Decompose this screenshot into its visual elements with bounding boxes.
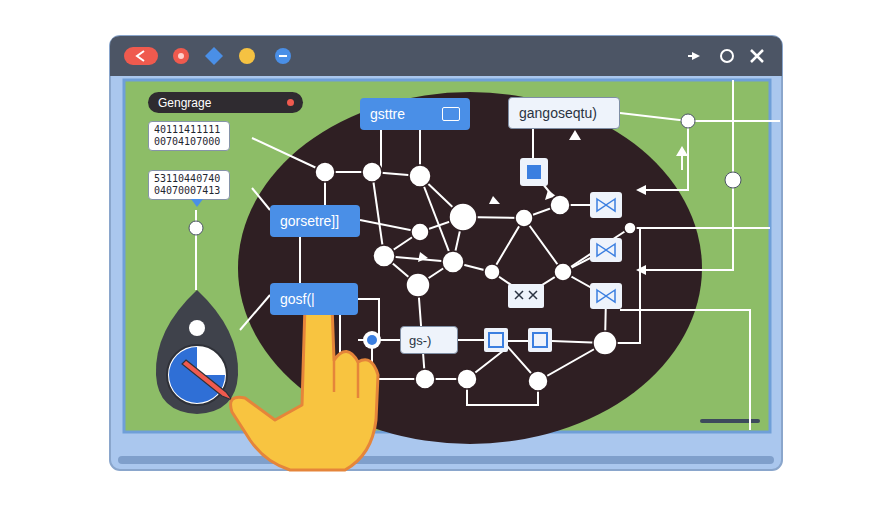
pen: [182, 360, 232, 400]
node-text: gs-): [409, 333, 431, 348]
process-box: gangoseqtu): [508, 97, 620, 129]
close-icon: [751, 50, 763, 62]
process-box: gorsetre]]: [270, 205, 360, 237]
outer-node: [725, 172, 741, 188]
outer-arrowheads: [636, 146, 688, 275]
title-bar: [110, 36, 782, 76]
outer-wires: [196, 80, 780, 430]
close-dot: [173, 48, 189, 64]
process-box: gs-): [400, 326, 458, 354]
node-text: gangoseqtu): [519, 105, 597, 121]
gauge-hole: [189, 320, 205, 336]
back-button: [124, 47, 158, 65]
node-text: 40111411111 00704107000: [154, 124, 224, 148]
connector: [358, 299, 400, 340]
hand-fingers: [334, 360, 358, 398]
node-text: gorsetre]]: [280, 213, 339, 229]
back-icon: [137, 51, 144, 61]
play-stem: [688, 55, 692, 57]
minus-icon: [279, 55, 287, 57]
yellow-dot: [239, 48, 255, 64]
play-icon: [692, 52, 700, 60]
graph-arrowheads: [418, 130, 581, 262]
node-text: Gengrage: [158, 96, 211, 110]
node-text: gsttre: [370, 106, 405, 122]
window-frame: [110, 36, 782, 470]
pointing-hand: [231, 295, 378, 471]
graph-symbols: [484, 158, 622, 352]
diamond-button: [205, 47, 223, 65]
outer-node: [189, 221, 203, 235]
graph-nodes: [315, 162, 636, 391]
process-box: gosf(|: [270, 283, 358, 315]
number-box: 40111411111 00704107000: [148, 121, 230, 151]
blue-node-dot: [367, 335, 377, 345]
gauge-drop: [156, 290, 238, 414]
node-text: 53110440740 04070007413: [154, 173, 224, 197]
outer-node: [681, 114, 695, 128]
process-box: gsttre: [360, 98, 470, 130]
connector: [299, 237, 301, 283]
blue-dot: [275, 48, 291, 64]
window-shadow: [118, 456, 774, 464]
node-text: gosf(|: [280, 291, 315, 307]
number-box: 53110440740 04070007413: [148, 170, 230, 200]
close-dot-inner: [178, 53, 184, 59]
circle-icon: [721, 50, 733, 62]
tab-label: Gengrage: [148, 92, 303, 113]
